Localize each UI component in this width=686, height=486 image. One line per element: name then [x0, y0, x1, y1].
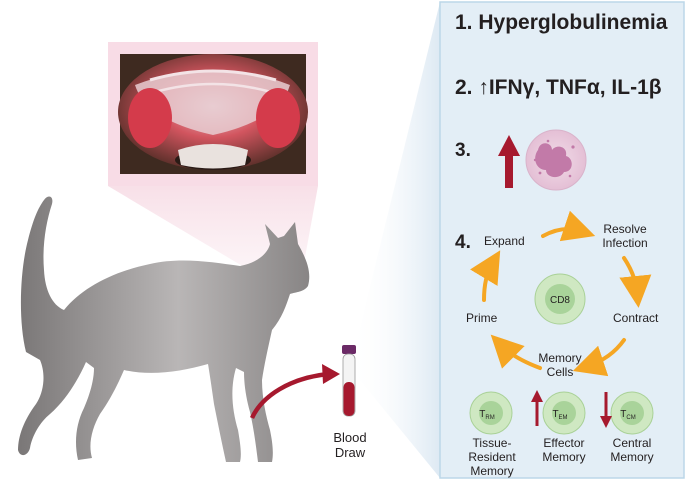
tcm-main: T: [620, 409, 626, 420]
finding-tcell-cycle-number: 4.: [455, 232, 471, 253]
finding-neutrophilia-number: 3.: [455, 140, 471, 161]
effector-up-arrow: [531, 390, 543, 426]
cat-silhouette: [18, 196, 310, 462]
resolve-line2: Infection: [602, 236, 648, 250]
mouth-photo: [118, 54, 308, 174]
memory-cells-line2: Cells: [546, 365, 574, 379]
cycle-label-memory-cells: Memory Cells: [530, 351, 590, 379]
tcm-line1: Central: [612, 436, 652, 450]
blood-line1: Blood: [333, 430, 367, 445]
finding-cytokines: 2. ↑IFNγ, TNFα, IL-1β: [455, 76, 662, 99]
svg-text:TCM: TCM: [620, 409, 635, 421]
blood-draw-label: Blood Draw: [322, 430, 378, 460]
arrow-prime-to-expand: [470, 250, 501, 302]
tcm-sub: CM: [626, 415, 635, 421]
blood-draw-arrow: [249, 371, 329, 420]
arrow-expand-to-resolve: [541, 210, 596, 242]
blood-line2: Draw: [334, 445, 366, 460]
central-down-arrow: [600, 392, 612, 428]
arrow-memory-to-prime: [490, 334, 542, 370]
tem-sub: EM: [559, 415, 568, 421]
tem-line2: Memory: [542, 450, 586, 464]
label-effector-memory: Effector Memory: [533, 436, 595, 464]
tem-main: T: [552, 409, 558, 420]
finding-hyperglobulinemia: 1. Hyperglobulinemia: [455, 11, 668, 34]
cycle-arrows: [470, 210, 652, 377]
arrow-contract-to-memory: [572, 338, 626, 377]
trm-main: T: [479, 409, 485, 420]
increase-arrow: [498, 135, 520, 188]
cycle-label-resolve: Resolve Infection: [590, 222, 660, 250]
cd8-cell: CD8: [534, 273, 586, 325]
cd8-label: CD8: [550, 295, 570, 306]
blood-tube: [342, 345, 356, 417]
trm-sub: RM: [485, 415, 494, 421]
memory-cells-line1: Memory: [538, 351, 582, 365]
resolve-line1: Resolve: [603, 222, 647, 236]
label-central-memory: Central Memory: [601, 436, 663, 464]
cycle-label-prime: Prime: [466, 311, 498, 325]
trm-line1: Tissue-: [472, 436, 512, 450]
blood-draw-arrowhead: [322, 364, 340, 384]
tcm-cell: TCM: [610, 391, 654, 435]
trm-cell: TRM: [469, 391, 513, 435]
tem-cell: TEM: [542, 391, 586, 435]
cycle-label-expand: Expand: [484, 234, 525, 248]
neutrophil-cell: [525, 129, 587, 191]
tcm-line2: Memory: [610, 450, 654, 464]
svg-text:TRM: TRM: [479, 409, 494, 421]
tem-line1: Effector: [543, 436, 585, 450]
blue-zoom-cone: [350, 2, 440, 478]
svg-text:TEM: TEM: [552, 409, 567, 421]
trm-line3: Memory: [470, 464, 514, 478]
label-tissue-resident-memory: Tissue- Resident Memory: [461, 436, 523, 478]
trm-line2: Resident: [468, 450, 516, 464]
arrow-resolve-to-contract: [619, 256, 652, 308]
cycle-label-contract: Contract: [613, 311, 659, 325]
